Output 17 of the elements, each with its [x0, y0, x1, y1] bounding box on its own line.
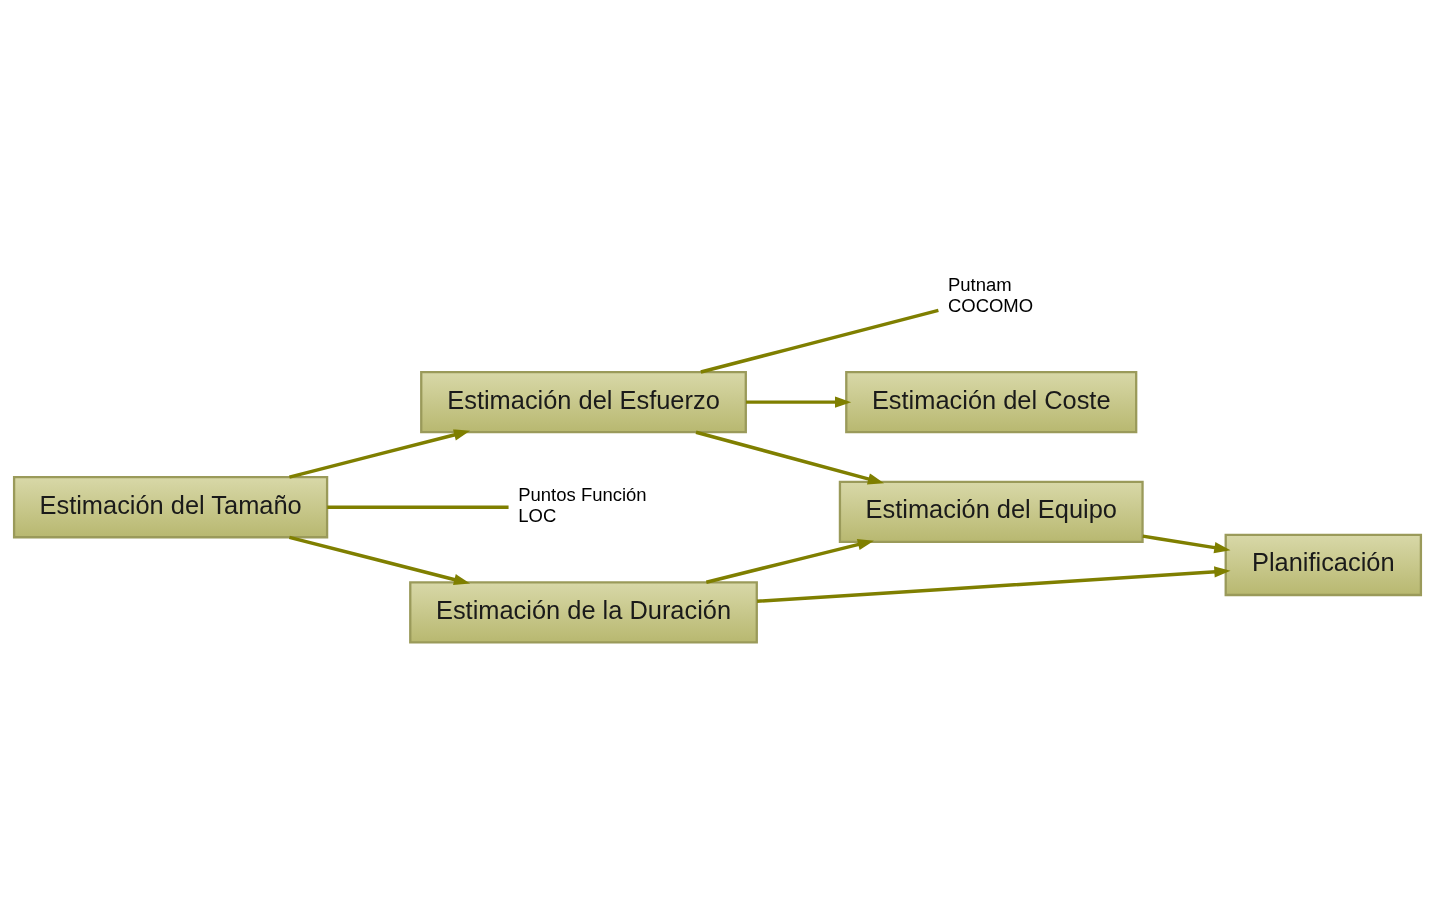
node-box: Estimación del Tamaño [12, 476, 329, 539]
connector [700, 308, 939, 374]
node-box: Planificación [1224, 533, 1423, 597]
node-box: Estimación del Equipo [838, 480, 1144, 544]
arrow [757, 566, 1231, 603]
node-text: Putnam COCOMO [947, 274, 1034, 316]
arrow [695, 430, 885, 485]
arrow [746, 396, 852, 408]
connector [327, 505, 509, 509]
arrow [289, 429, 471, 479]
arrow [289, 535, 471, 586]
node-box: Estimación del Coste [845, 370, 1138, 434]
arrow [1142, 534, 1231, 554]
node-box: Estimación de la Duración [409, 581, 758, 644]
node-box: Estimación del Esfuerzo [420, 370, 747, 434]
arrow [705, 539, 874, 584]
node-text: Puntos Función LOC [518, 484, 647, 527]
